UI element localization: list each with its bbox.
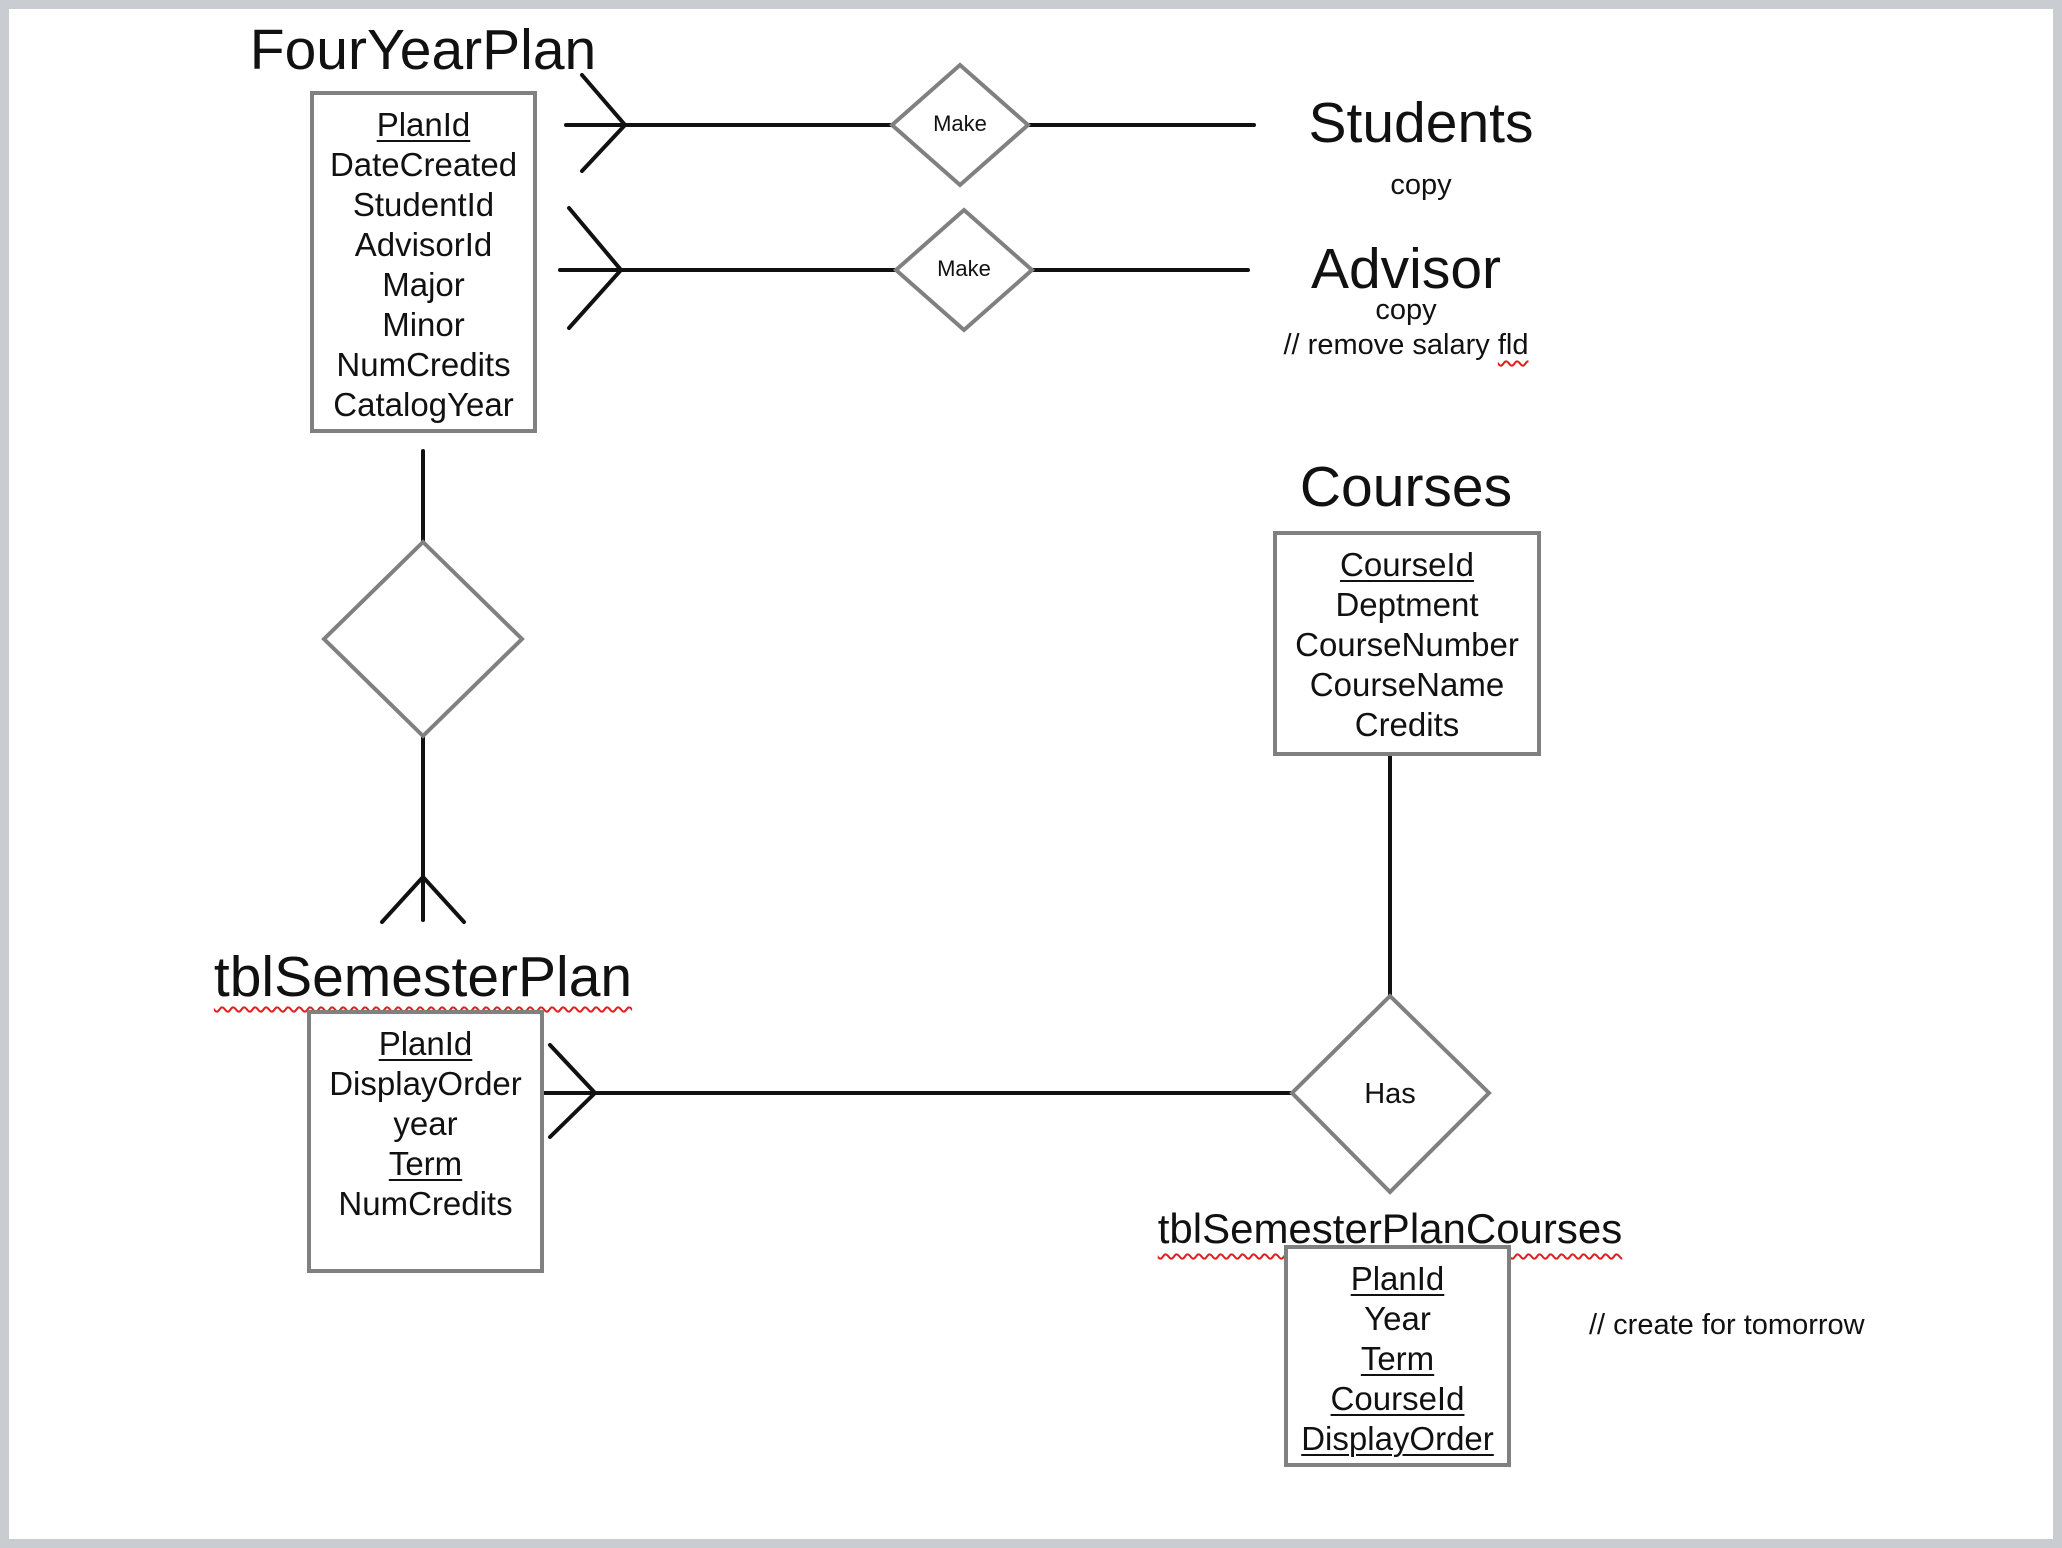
attribute-year: Year [1364, 1300, 1431, 1337]
relationship-diamond-make-students [888, 62, 1032, 188]
attribute-year: year [393, 1105, 458, 1142]
advisor-note: copy [1375, 294, 1437, 326]
entity-title-advisor: Advisor [1310, 237, 1502, 301]
entity-title-students: Students [1308, 91, 1534, 155]
students-note: copy [1390, 169, 1452, 201]
relationship-label-has: Has [1364, 1078, 1416, 1110]
attribute-catalog-year: CatalogYear [333, 386, 514, 423]
attribute-course-id: CourseId [1340, 546, 1474, 583]
relationship-diamond-has [1289, 993, 1492, 1195]
attribute-plan-id: PlanId [376, 106, 471, 143]
attribute-display-order: DisplayOrder [329, 1065, 522, 1102]
attribute-deptment: Deptment [1335, 586, 1479, 623]
entity-title-semester-plan-courses: tblSemesterPlanCourses [1157, 1205, 1623, 1252]
attribute-student-id: StudentId [352, 186, 495, 223]
attribute-term: Term [388, 1145, 463, 1182]
er-connectors [321, 62, 1492, 1195]
attribute-plan-id: PlanId [378, 1025, 473, 1062]
crowfoot-plan-advisor [567, 206, 624, 330]
crowfoot-semester-has [548, 1043, 598, 1139]
entity-box-semester-plan: PlanId DisplayOrder year Term NumCredits [307, 1010, 544, 1273]
attribute-minor: Minor [382, 306, 465, 343]
advisor-comment: // remove salary fld [1156, 331, 1656, 360]
advisor-comment-flagged-word: fld [1497, 329, 1529, 361]
diagram-slide: Make Make Has FourYearPlan PlanId DateCr… [9, 9, 2053, 1539]
relationship-label-make-advisor: Make [937, 256, 991, 281]
attribute-term: Term [1360, 1340, 1435, 1377]
attribute-num-credits: NumCredits [336, 346, 511, 383]
entity-title-semester-plan: tblSemesterPlan [213, 945, 633, 1009]
attribute-plan-id: PlanId [1350, 1260, 1445, 1297]
attribute-credits: Credits [1354, 706, 1460, 743]
entity-title-courses: Courses [1299, 455, 1513, 519]
relationship-diamond-plan-semester [321, 539, 525, 739]
crowfoot-plan-semester [380, 874, 466, 924]
entity-box-semester-plan-courses: PlanId Year Term CourseId DisplayOrder [1284, 1245, 1511, 1467]
relationship-label-make-students: Make [933, 111, 987, 136]
attribute-major: Major [382, 266, 465, 303]
attribute-course-number: CourseNumber [1295, 626, 1519, 663]
entity-box-four-year-plan: PlanId DateCreated StudentId AdvisorId M… [310, 91, 537, 433]
semester-plan-courses-note: // create for tomorrow [1589, 1309, 1865, 1341]
attribute-display-order: DisplayOrder [1301, 1420, 1494, 1457]
attribute-course-name: CourseName [1309, 666, 1505, 703]
attribute-course-id: CourseId [1330, 1380, 1465, 1417]
attribute-num-credits: NumCredits [338, 1185, 513, 1222]
crowfoot-plan-students [580, 73, 628, 173]
entity-title-four-year-plan: FourYearPlan [249, 18, 597, 82]
relationship-diamond-make-advisor [892, 207, 1036, 333]
advisor-comment-text: // remove salary [1283, 329, 1498, 361]
attribute-advisor-id: AdvisorId [354, 226, 493, 263]
attribute-date-created: DateCreated [329, 146, 518, 183]
entity-box-courses: CourseId Deptment CourseNumber CourseNam… [1273, 531, 1541, 756]
